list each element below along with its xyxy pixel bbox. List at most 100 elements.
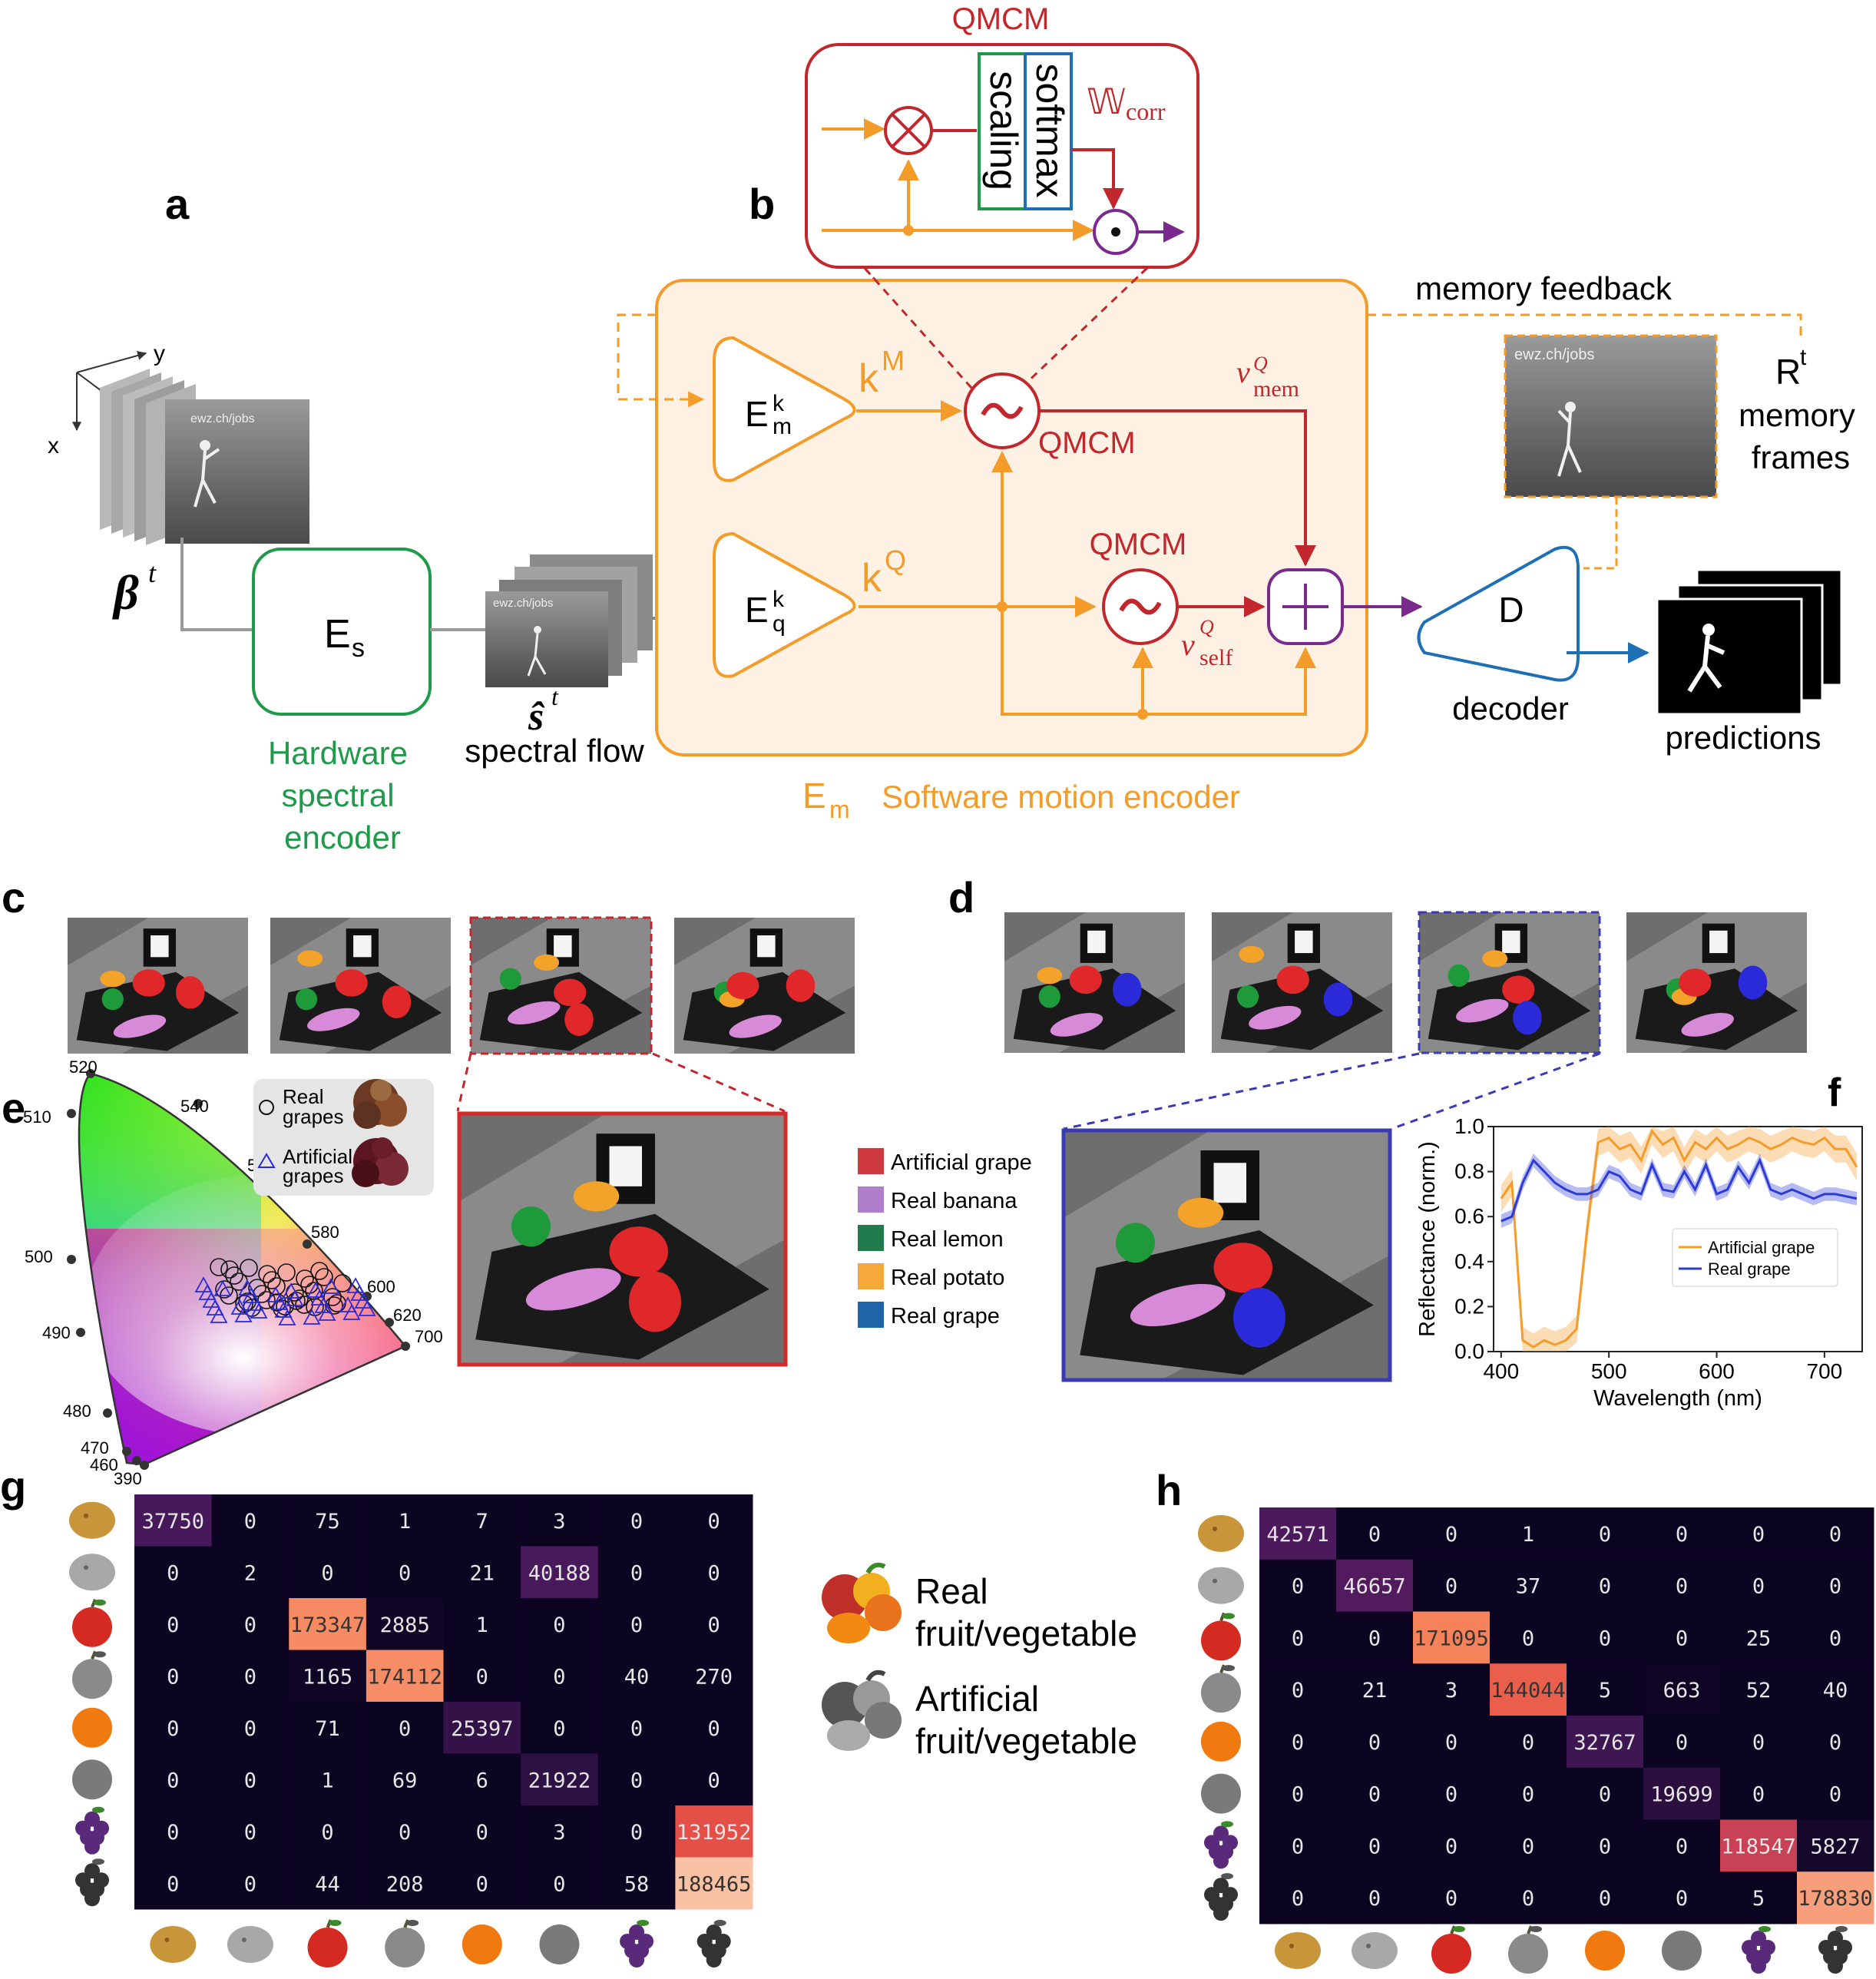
matrix-value: 0 [1368,1887,1381,1911]
matrix-value: 0 [399,1821,411,1845]
matrix-value: 0 [1676,1575,1688,1599]
matrix-cell [1336,1559,1414,1612]
legend-label-5: Real grape [891,1304,1000,1329]
panel-c-frame-2 [270,918,451,1054]
matrix-value: 0 [1522,1627,1534,1650]
matrix-cell [134,1494,213,1547]
matrix-cell [134,1702,213,1754]
panel-d-zoom-border [1061,1128,1392,1382]
matrix-cell [1643,1871,1721,1924]
wcorr-symbol: 𝕎 [1087,82,1126,121]
matrix-value: 0 [1676,1731,1688,1755]
matrix-cell [1567,1507,1644,1560]
cie-tick-dot-580 [303,1239,312,1249]
cie-artificial-point [234,1306,253,1322]
matrix-cell [597,1598,676,1650]
matrix-cell [134,1805,213,1858]
grape-icon-col [1742,1926,1775,1974]
cie-real-point [268,1293,286,1312]
matrix-value: 0 [1599,1887,1611,1911]
matrix-value: 0 [476,1665,488,1689]
sum-icon [1282,584,1328,630]
v-mem-sub: mem [1253,376,1299,402]
memory-feedback-line-right [1367,313,1802,338]
spectral-flow-label: spectral flow [465,733,644,769]
artificial-apple-icon-col [385,1919,425,1967]
qmcm-self-icon [1119,598,1162,615]
em-caption: E [802,776,826,816]
eq-k-sup: k [773,587,785,612]
matrix-cell [1490,1716,1567,1769]
matrix-value: 40 [1823,1679,1848,1703]
software-motion-encoder-box [655,279,1368,756]
matrix-value: 52 [1746,1679,1772,1703]
matrix-value: 270 [695,1665,733,1689]
matrix-value: 173347 [290,1613,366,1637]
cie-artificial-point [210,1307,228,1323]
matrix-cell [1490,1611,1567,1664]
panel-d-zoom [1061,1128,1392,1382]
panel-label-c: c [2,873,25,922]
matrix-cell [443,1857,521,1910]
matrix-cell [1643,1559,1721,1612]
input-frame [165,399,309,544]
matrix-value: 0 [553,1717,565,1741]
matrix-value: 0 [399,1717,411,1741]
chart-f-ytick-label: 1.0 [1454,1114,1484,1138]
chart-f-xtick-label: 500 [1591,1359,1627,1383]
matrix-cell [366,1494,444,1547]
matrix-cell [443,1650,521,1703]
matrix-cell [1259,1611,1337,1664]
chart-f-ylabel: Reflectance (norm.) [1415,1141,1440,1337]
matrix-cell [211,1546,290,1599]
matrix-value: 144044 [1491,1679,1566,1703]
matrix-cell [211,1805,290,1858]
panel-c-frame-4 [674,918,855,1054]
matrix-value: 0 [708,1613,720,1637]
qmcm-title: QMCM [952,2,1050,36]
softmax-box [1024,52,1073,210]
apple-icon-row [1201,1612,1241,1661]
matrix-value: 0 [1445,1783,1457,1807]
cie-tick-500: 500 [25,1247,53,1266]
predictions-label: predictions [1665,720,1821,756]
matrix-cell [1413,1767,1491,1820]
matrix-cell [521,1650,599,1703]
potato-icon-row [1198,1514,1244,1552]
em-k-sub: m [773,414,792,439]
matrix-cell [1413,1819,1491,1872]
memory-label-2: frames [1752,439,1850,475]
matrix-value: 3 [553,1510,565,1534]
matrix-value: 0 [1829,1783,1841,1807]
kQ-residual-line [1001,607,1316,716]
axis-y-line [76,351,147,373]
matrix-cell [1567,1767,1644,1820]
matrix-value: 0 [630,1613,643,1637]
cie-scatter-points [194,1258,376,1325]
cie-tick-390: 390 [114,1469,142,1488]
cie-tick-dot-500 [67,1255,76,1264]
artificial-grape-icon-row [1204,1873,1238,1921]
matrix-cell [211,1753,290,1806]
matrix-cell [1797,1716,1874,1769]
artificial-fruit-icon [822,1670,902,1751]
matrix-cell [1336,1767,1414,1820]
legend-label-2: Real banana [891,1189,1017,1213]
matrix-cell [1490,1507,1567,1560]
matrix-cell [1259,1559,1337,1612]
em-k-sup: k [773,391,785,416]
v-self-sup: Q [1199,616,1214,638]
matrix-value: 663 [1663,1679,1701,1703]
matrix-cell [366,1702,444,1754]
axis-x-label: x [48,433,59,458]
matrix-cell [1797,1767,1874,1820]
matrix-cell [521,1494,599,1547]
cie-tick-490: 490 [42,1323,71,1342]
matrix-value: 58 [624,1872,650,1896]
matrix-value: 0 [553,1872,565,1896]
chart-f-ytick-label: 0.4 [1454,1249,1484,1273]
branch-dot [903,225,914,236]
matrix-cell [521,1598,599,1650]
cie-tick-520: 520 [69,1057,98,1077]
matrix-value: 174112 [367,1665,442,1689]
